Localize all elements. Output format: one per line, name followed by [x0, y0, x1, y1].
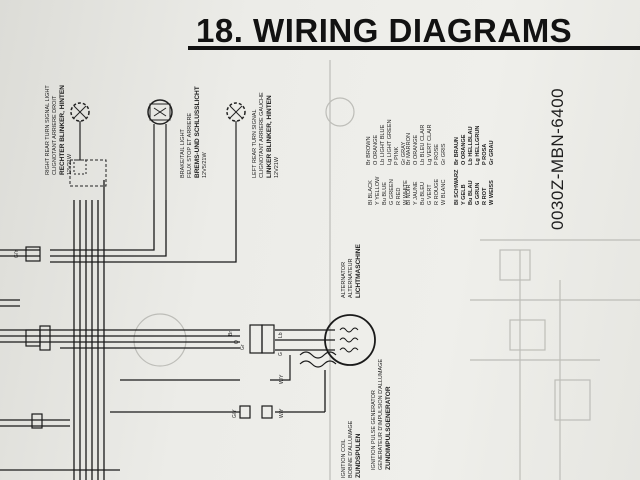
- legend-entry-german-10: P ROSA: [482, 144, 488, 165]
- svg-text:G: G: [278, 352, 284, 356]
- legend-entry-german-9: Lg HELLGRUN: [475, 126, 481, 165]
- legend-entry-english-11: Gr GRAY: [401, 142, 407, 165]
- legend-entry-german-11: Gr GRAU: [489, 140, 495, 165]
- legend-entry-german-5: W WEISS: [489, 180, 495, 205]
- faint-background-wiring: [133, 60, 640, 480]
- ignition-coil-label: IGNITION COIL BOBINE D'ALLUMAGE ZUNDSPUL…: [341, 420, 362, 478]
- brake-tail-light: [147, 99, 173, 200]
- svg-text:Lb: Lb: [278, 332, 284, 338]
- legend-entry-french-6: Br MARRON: [406, 133, 412, 165]
- legend-entry-french-2: Bu BLEU: [420, 182, 426, 205]
- svg-text:ZUNDIMPULSGENERATOR: ZUNDIMPULSGENERATOR: [385, 386, 392, 470]
- legend-entry-german-4: R ROT: [482, 187, 488, 205]
- legend-entry-french-10: P ROSE: [434, 144, 440, 165]
- svg-text:ALTERNATOR: ALTERNATOR: [341, 262, 347, 298]
- legend-entry-french-5: W BLANC: [441, 180, 447, 206]
- svg-text:FEUX STOP ET ARRIERE: FEUX STOP ET ARRIERE: [187, 113, 193, 178]
- svg-text:Gr: Gr: [240, 344, 246, 350]
- svg-text:W/Y: W/Y: [279, 408, 285, 418]
- svg-text:IGNITION COIL: IGNITION COIL: [341, 439, 347, 478]
- svg-text:G/Y: G/Y: [232, 409, 238, 418]
- legend-entry-german-2: Bu BLAU: [468, 180, 474, 205]
- left-rear-turn-label: LEFT REAR TURN SIGNAL CLIGNOTANT ARRIERE…: [252, 92, 280, 178]
- right-rear-turn-label: RIGHT REAR TURN SIGNAL LIGHT CLIGNOTANT …: [45, 85, 73, 175]
- legend-entry-english-1: Y YELLOW: [375, 176, 381, 205]
- legend-entry-german-6: Br BRAUN: [454, 137, 460, 165]
- title-rule: [188, 0, 640, 50]
- svg-text:IGNITION PULSE GENERATOR: IGNITION PULSE GENERATOR: [371, 390, 377, 470]
- svg-text:RIGHT REAR TURN SIGNAL LIGHT: RIGHT REAR TURN SIGNAL LIGHT: [45, 85, 51, 175]
- legend-entry-german-3: G GRUN: [475, 183, 481, 205]
- legend-entry-french-8: Lb BLEU CLAIR: [420, 125, 426, 165]
- svg-text:RECHTER BLINKER, HINTEN: RECHTER BLINKER, HINTEN: [59, 85, 66, 175]
- legend-entry-english-3: G GREEN: [389, 179, 395, 205]
- svg-text:LEFT REAR TURN SIGNAL: LEFT REAR TURN SIGNAL: [252, 109, 258, 178]
- brake-tail-label: BRAKE/TAIL LIGHT FEUX STOP ET ARRIERE BR…: [180, 86, 208, 178]
- legend-entry-english-0: Bl BLACK: [368, 180, 374, 205]
- legend-entry-english-4: R RED: [396, 188, 402, 205]
- legend-entry-english-8: Lb LIGHT BLUE: [380, 124, 386, 165]
- legend-entry-german-0: Bl SCHWARZ: [454, 169, 460, 205]
- legend-entry-english-7: O ORANGE: [373, 135, 379, 165]
- svg-text:BREMS-UND SCHLUSSLICHT: BREMS-UND SCHLUSSLICHT: [194, 86, 201, 178]
- connectors: [25, 246, 275, 429]
- ignition-pulse-generator-coil: [270, 351, 337, 381]
- svg-text:G/Y: G/Y: [14, 249, 20, 258]
- right-rear-turn-signal-light: [70, 102, 90, 175]
- dashed-connector: [69, 159, 107, 187]
- svg-text:12V5/21W: 12V5/21W: [202, 152, 208, 178]
- svg-text:ZUNDSPULEN: ZUNDSPULEN: [355, 433, 362, 478]
- alternator-label: ALTERNATOR ALTERNATEUR LICHTMASCHINE: [341, 244, 362, 298]
- alternator-symbol: [324, 314, 376, 366]
- svg-text:LICHTMASCHINE: LICHTMASCHINE: [355, 244, 362, 298]
- svg-text:ALTERNATEUR: ALTERNATEUR: [348, 258, 354, 298]
- legend-entry-english-6: Br BROWN: [366, 136, 372, 165]
- legend-entry-french-1: Y JAUNE: [413, 181, 419, 205]
- wire-labels: G/Y Br O Gr Lb G G/Y W/Y W/Y: [14, 249, 285, 418]
- legend-entry-french-9: Lg VERT CLAIR: [427, 124, 433, 165]
- svg-text:CLIGNOTANT ARRIERE DROIT: CLIGNOTANT ARRIERE DROIT: [52, 95, 58, 175]
- svg-text:GENERATEUR D'IMPULSION D'ALLUM: GENERATEUR D'IMPULSION D'ALLUMAGE: [378, 359, 384, 470]
- legend-entry-french-7: O ORANGE: [413, 135, 419, 165]
- svg-text:12V21W: 12V21W: [67, 153, 73, 175]
- legend-entry-english-9: Lg LIGHT GREEN: [387, 119, 393, 165]
- legend-entry-english-2: Bu BLUE: [382, 182, 388, 205]
- svg-text:BRAKE/TAIL LIGHT: BRAKE/TAIL LIGHT: [180, 128, 186, 178]
- legend-entry-french-11: Gr GRIS: [441, 143, 447, 165]
- svg-text:Br: Br: [228, 331, 234, 336]
- svg-text:LINKER BLINKER, HINTEN: LINKER BLINKER, HINTEN: [266, 95, 273, 178]
- svg-text:BOBINE D'ALLUMAGE: BOBINE D'ALLUMAGE: [348, 420, 354, 478]
- svg-text:12V21W: 12V21W: [274, 156, 280, 178]
- legend-entry-german-7: O ORANGE: [461, 134, 467, 165]
- svg-text:O: O: [234, 340, 240, 344]
- legend-entry-french-3: G VERT: [427, 184, 433, 205]
- svg-text:W/Y: W/Y: [279, 374, 285, 384]
- legend-entry-french-0: Bl NOIR: [406, 184, 412, 205]
- legend-entry-french-4: R ROUGE: [434, 179, 440, 205]
- page-title: 18. WIRING DIAGRAMS: [196, 12, 573, 49]
- svg-text:CLIGNOTANT ARRIERE GAUCHE: CLIGNOTANT ARRIERE GAUCHE: [259, 92, 265, 178]
- legend-entry-english-10: P PINK: [394, 146, 400, 165]
- legend-entry-english-5: W WHITE: [403, 180, 409, 205]
- legend-entry-german-1: Y GELB: [461, 184, 467, 205]
- left-rear-turn-signal-light: [226, 102, 246, 200]
- wiring-harness: [0, 180, 335, 480]
- ignition-pulse-label: IGNITION PULSE GENERATOR GENERATEUR D'IM…: [371, 359, 392, 470]
- legend-entry-german-8: Lb HELLBLAU: [468, 126, 474, 165]
